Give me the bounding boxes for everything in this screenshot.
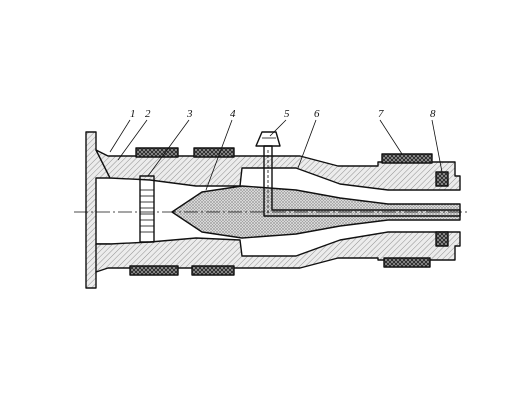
label-part-2: 2 (145, 108, 151, 120)
leader-lines (109, 119, 443, 191)
lower-body-wall (95, 231, 461, 273)
label-part-7: 7 (378, 108, 384, 120)
band-top-3 (381, 153, 433, 164)
upper-body-wall (95, 149, 461, 191)
label-part-3: 3 (186, 108, 193, 120)
part-labels: 1 2 3 4 5 6 7 8 (130, 108, 436, 120)
band-top-1 (135, 147, 179, 158)
band-blocks (129, 147, 433, 276)
label-part-6: 6 (314, 108, 320, 120)
band-bot-1 (129, 265, 179, 276)
band-top-2 (193, 147, 235, 158)
nozzle-cap (255, 131, 281, 147)
end-cap (435, 171, 449, 247)
label-part-4: 4 (230, 108, 236, 120)
band-bot-3 (383, 257, 431, 268)
screen-grid (139, 175, 155, 243)
label-part-8: 8 (430, 108, 436, 120)
band-bot-2 (191, 265, 235, 276)
label-part-1: 1 (130, 108, 136, 120)
label-part-5: 5 (284, 108, 290, 120)
